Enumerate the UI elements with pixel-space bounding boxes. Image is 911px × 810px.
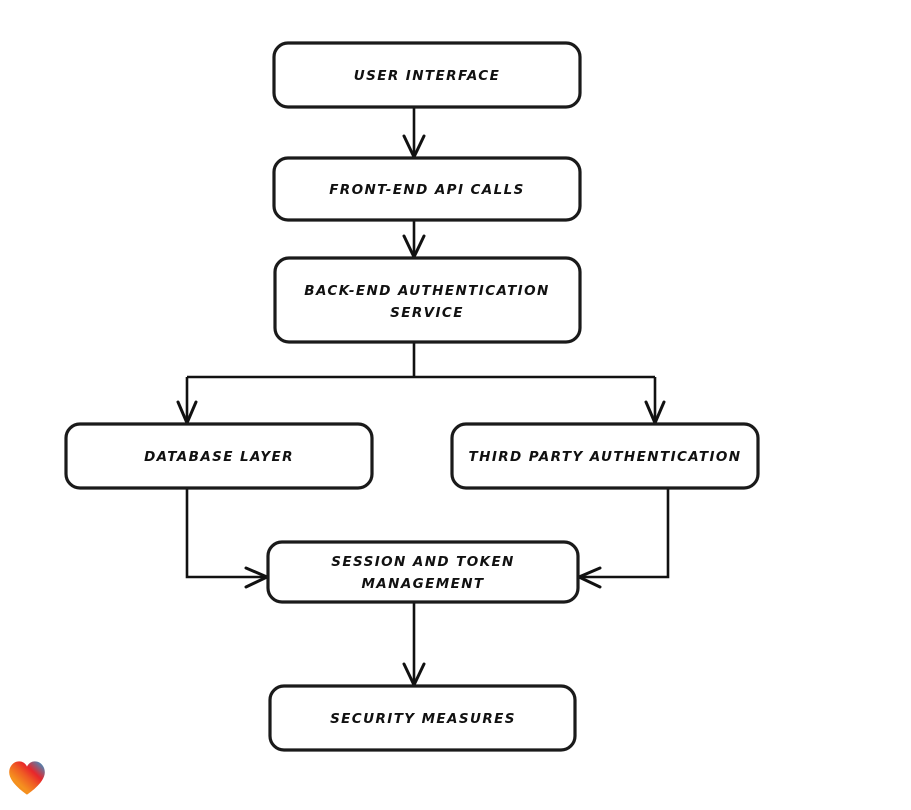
node-label-session-and-token-management-line1: SESSION AND TOKEN <box>331 554 515 570</box>
node-box-third-party-authentication[interactable] <box>450 422 760 490</box>
node-box-user-interface[interactable] <box>272 41 582 109</box>
node-label-front-end-api-calls: FRONT-END API CALLS <box>329 182 525 198</box>
node-label-back-end-authentication-service-line2: SERVICE <box>390 305 464 321</box>
edge-database-to-session <box>185 488 269 589</box>
heart-icon <box>9 761 45 795</box>
node-box-back-end-authentication-service[interactable] <box>273 256 582 344</box>
node-back-end-authentication-service[interactable]: BACK-END AUTHENTICATION SERVICE <box>273 256 582 344</box>
node-label-back-end-authentication-service-line1: BACK-END AUTHENTICATION <box>304 283 549 299</box>
node-database-layer[interactable]: DATABASE LAYER <box>64 422 374 490</box>
edge-ui-to-api <box>402 107 426 159</box>
node-box-database-layer[interactable] <box>64 422 374 490</box>
edge-backend-to-database <box>176 377 198 425</box>
node-box-security-measures[interactable] <box>268 684 577 752</box>
node-security-measures[interactable]: SECURITY MEASURES <box>268 684 577 752</box>
node-box-session-and-token-management[interactable] <box>266 540 580 604</box>
edge-backend-to-thirdparty <box>644 377 666 425</box>
edge-api-to-backend <box>402 220 426 259</box>
node-label-session-and-token-management-line2: MANAGEMENT <box>361 576 484 592</box>
node-label-database-layer: DATABASE LAYER <box>144 449 294 465</box>
node-label-user-interface: USER INTERFACE <box>354 68 500 84</box>
node-third-party-authentication[interactable]: THIRD PARTY AUTHENTICATION <box>450 422 760 490</box>
edge-session-to-security <box>402 602 426 687</box>
edge-backend-split <box>187 342 655 379</box>
node-front-end-api-calls[interactable]: FRONT-END API CALLS <box>272 156 582 222</box>
edge-thirdparty-to-session <box>577 488 670 589</box>
node-session-and-token-management[interactable]: SESSION AND TOKEN MANAGEMENT <box>266 540 580 604</box>
node-label-third-party-authentication: THIRD PARTY AUTHENTICATION <box>469 449 742 465</box>
node-user-interface[interactable]: USER INTERFACE <box>272 41 582 109</box>
node-label-security-measures: SECURITY MEASURES <box>330 711 516 727</box>
node-box-front-end-api-calls[interactable] <box>272 156 582 222</box>
